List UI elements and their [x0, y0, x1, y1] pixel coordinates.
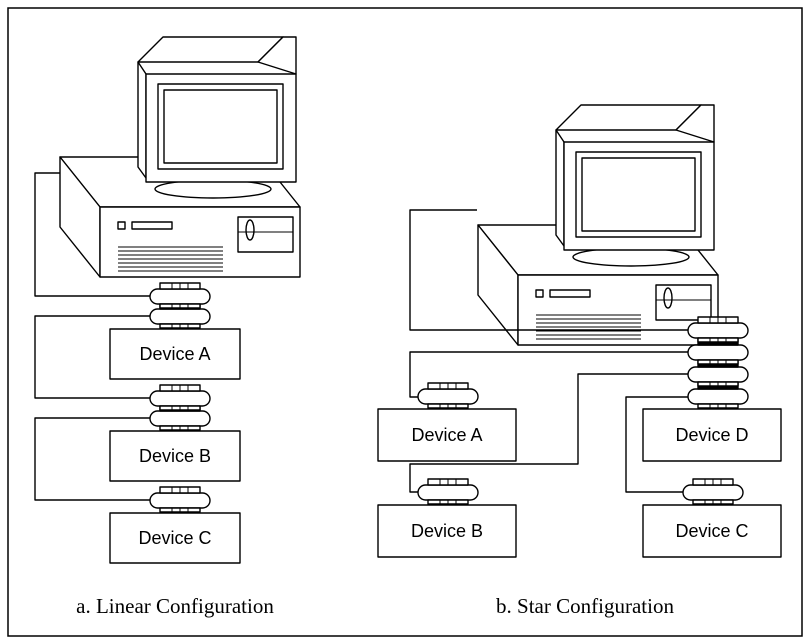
star-configuration: Device A Device B Device D Device C b. S…	[377, 104, 782, 618]
linear-device-a-label: Device A	[139, 344, 210, 364]
linear-connector-stack-1	[149, 282, 211, 329]
star-cable-device-c	[625, 396, 688, 493]
star-device-a: Device A	[377, 408, 517, 462]
linear-cable-computer	[34, 172, 150, 297]
star-cable-device-a	[409, 351, 688, 398]
star-connector-stack	[687, 316, 749, 409]
linear-device-a: Device A	[109, 328, 241, 380]
star-computer	[477, 104, 719, 346]
linear-device-c-label: Device C	[138, 528, 211, 548]
linear-device-b: Device B	[109, 430, 241, 482]
linear-connector-stack-2	[149, 384, 211, 431]
star-connector-a	[417, 382, 479, 409]
linear-cable-a-b	[34, 315, 150, 399]
star-device-c: Device C	[642, 504, 782, 558]
linear-device-b-label: Device B	[139, 446, 211, 466]
star-device-c-label: Device C	[675, 521, 748, 541]
star-cable-computer	[409, 209, 688, 331]
linear-caption: a. Linear Configuration	[76, 594, 274, 618]
star-device-b-label: Device B	[411, 521, 483, 541]
linear-cable-b-c	[34, 417, 150, 501]
star-device-d: Device D	[642, 408, 782, 462]
star-connector-c	[682, 478, 744, 505]
linear-computer	[59, 36, 301, 278]
star-cable-device-b	[409, 373, 688, 493]
figure-frame	[7, 7, 803, 637]
linear-configuration: Device A Device B Device C a. Linear Con…	[34, 36, 301, 618]
star-caption: b. Star Configuration	[496, 594, 674, 618]
linear-device-c: Device C	[109, 512, 241, 564]
linear-connector-3	[149, 486, 211, 513]
star-device-d-label: Device D	[675, 425, 748, 445]
star-connector-b	[417, 478, 479, 505]
star-device-b: Device B	[377, 504, 517, 558]
star-device-a-label: Device A	[411, 425, 482, 445]
